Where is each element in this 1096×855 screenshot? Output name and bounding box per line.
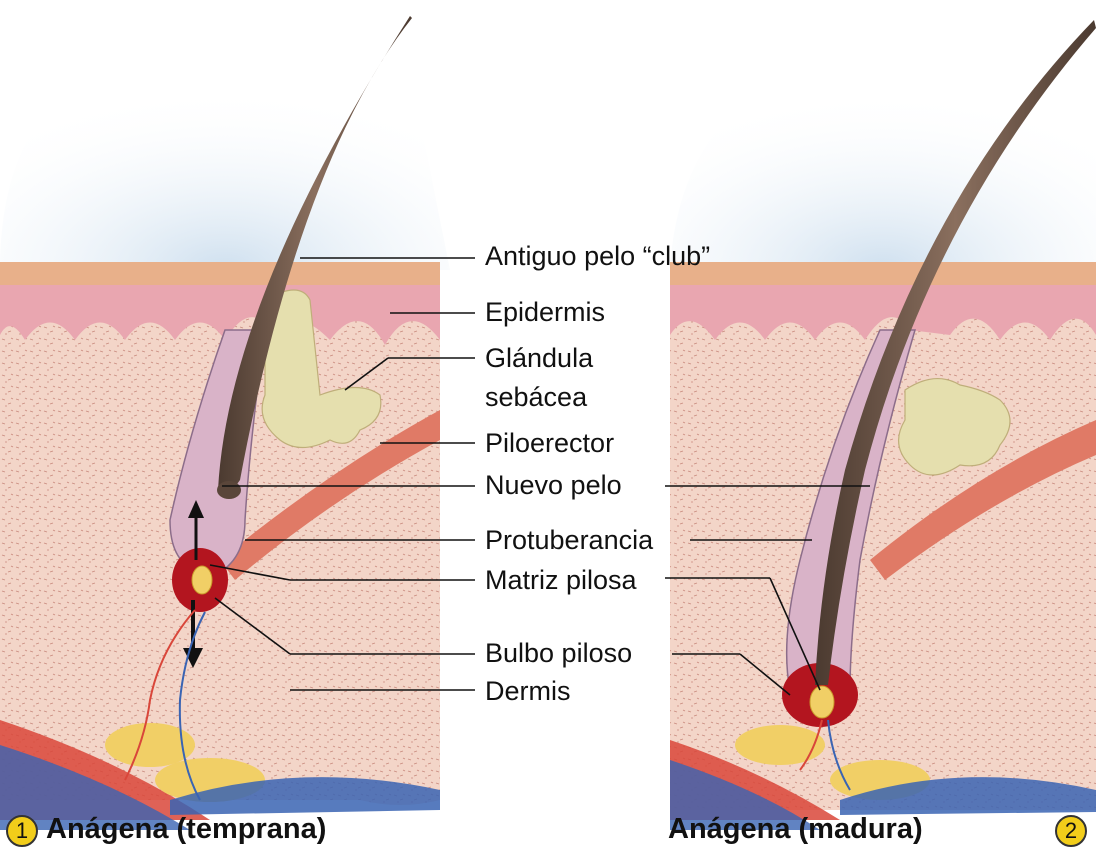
panel-number-badge-right: 2 [1055,815,1087,847]
label-dermis: Dermis [485,676,571,706]
label-club-hair: Antiguo pelo “club” [485,241,710,271]
right-panel-art [670,20,1096,830]
panel-title-left: Anágena (temprana) [46,813,326,846]
panel-title-right: Anágena (madura) [668,813,923,846]
label-sebaceous-line2: sebácea [485,382,587,412]
label-matrix: Matriz pilosa [485,565,637,595]
label-bulb: Bulbo piloso [485,638,632,668]
label-bulge: Protuberancia [485,525,653,555]
label-sebaceous-line1: Glándula [485,343,593,373]
label-epidermis: Epidermis [485,297,605,327]
label-arrector: Piloerector [485,428,614,458]
panel-number-badge-left: 1 [6,815,38,847]
label-new-hair: Nuevo pelo [485,470,622,500]
left-panel-art [0,16,450,830]
